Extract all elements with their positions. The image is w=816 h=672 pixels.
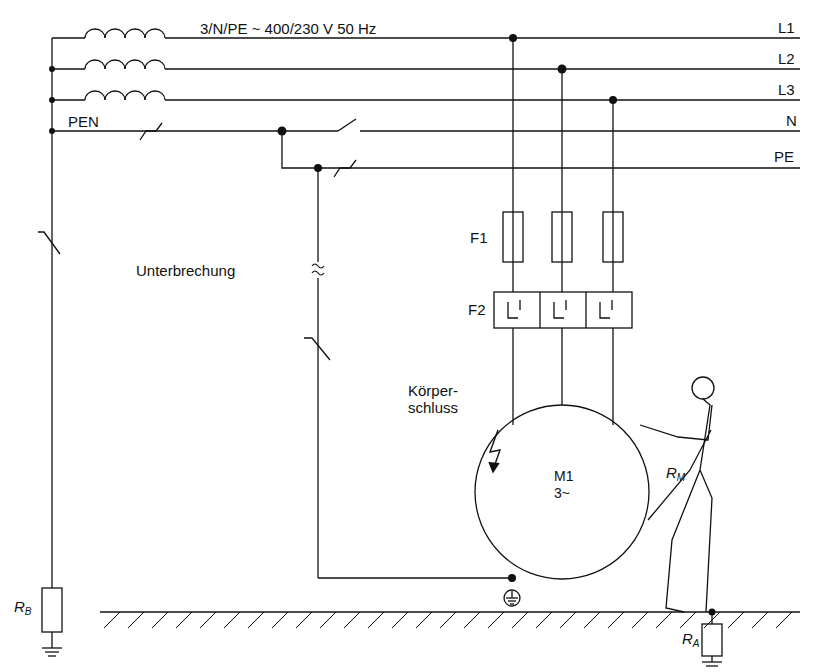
conductor-name: N [786,112,797,129]
fault-note: Körper- schluss [408,382,478,416]
supply-rating: 3/N/PE ~ 400/230 V 50 Hz [200,20,376,37]
fuse-label: F1 [470,229,488,246]
motor-circle: M13~ [554,468,578,502]
motor-label: M1 [554,468,578,485]
resistance-label: RA [682,630,700,652]
interruption-note: Unterbrechung [136,262,235,279]
motor-label: 3~ [554,485,578,502]
conductor-name: PEN [68,113,99,130]
resistance-label: RB [14,598,32,620]
line-name: L2 [778,50,795,67]
resistance-label: RM [666,464,685,486]
line-name: L1 [778,19,795,36]
breaker-label: F2 [468,301,486,318]
line-name: L3 [778,81,795,98]
conductor-name: PE [774,148,794,165]
